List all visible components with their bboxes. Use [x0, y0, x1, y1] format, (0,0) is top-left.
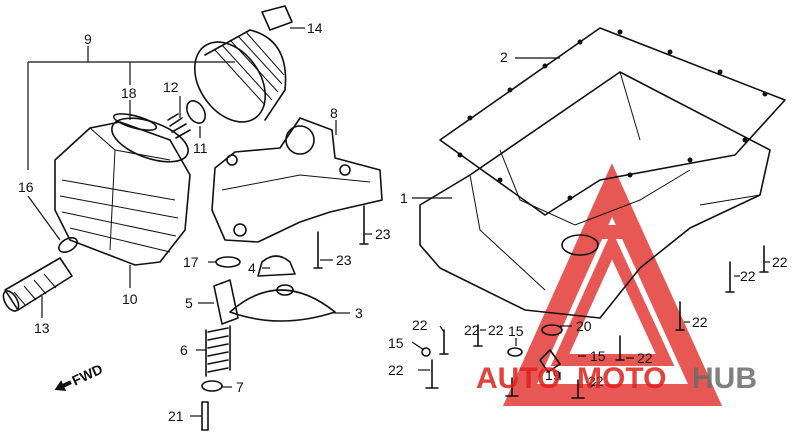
strainer-cover: [229, 284, 336, 322]
pan-fasteners: [421, 245, 769, 399]
watermark-auto: AUTO: [476, 362, 560, 395]
callout-numbers: 9 14 18 12 11 16 10 13 8 2 1 17 4 5 3 6 …: [18, 20, 788, 424]
callout-10: 10: [122, 291, 138, 307]
callout-22e: 22: [637, 350, 653, 366]
callout-6: 6: [180, 342, 188, 358]
callout-8: 8: [330, 105, 338, 121]
callout-20: 20: [576, 318, 592, 334]
oil-pan-gasket: [439, 27, 786, 216]
callout-22c: 22: [488, 322, 504, 338]
callout-3: 3: [355, 305, 363, 321]
callout-1: 1: [400, 190, 408, 206]
callout-15b: 15: [508, 323, 524, 339]
callout-22h: 22: [772, 254, 788, 270]
callout-14: 14: [307, 20, 323, 36]
automotohub-watermark: [503, 163, 723, 406]
callout-5: 5: [185, 295, 193, 311]
fwd-label: FWD: [69, 361, 105, 389]
oil-pump-cover-plate: [211, 117, 383, 243]
callout-17: 17: [183, 254, 199, 270]
callout-12: 12: [163, 79, 179, 95]
callout-9: 9: [84, 31, 92, 47]
fwd-arrow-icon: [54, 380, 72, 392]
callout-22g: 22: [740, 268, 756, 284]
callout-7: 7: [236, 379, 244, 395]
callout-16: 16: [18, 179, 34, 195]
watermark-moto: MOTO: [577, 362, 666, 395]
callout-4: 4: [248, 260, 256, 276]
callout-15c: 15: [590, 348, 606, 364]
callout-11: 11: [193, 140, 208, 156]
callout-22b: 22: [388, 362, 404, 378]
callout-13: 13: [34, 320, 50, 336]
callout-22a: 22: [412, 317, 428, 333]
watermark-triangle-logo: [503, 163, 723, 406]
oil-filter-assembly: [193, 5, 293, 123]
watermark-hub: HUB: [692, 362, 757, 395]
callout-19: 19: [545, 367, 561, 383]
bolts-23: [313, 205, 369, 269]
callout-22i: 22: [464, 322, 480, 338]
callout-18: 18: [121, 85, 137, 101]
forward-direction-indicator: FWD: [54, 361, 105, 392]
oil-pan: [419, 71, 771, 319]
callout-21: 21: [168, 408, 184, 424]
callout-2: 2: [500, 49, 508, 65]
pipe-spring-washer: [201, 279, 239, 431]
callout-23b: 23: [336, 252, 352, 268]
callout-15a: 15: [388, 335, 404, 351]
oil-housing-assembly: [54, 117, 191, 266]
callout-22d: 22: [588, 373, 604, 389]
leader-lines: [27, 27, 770, 417]
oil-strainer: [2, 236, 78, 312]
watermark-wordmark: AUTO MOTO HUB: [476, 362, 757, 395]
spring-and-seal: [112, 100, 206, 139]
callout-23a: 23: [375, 226, 391, 242]
callout-22f: 22: [692, 314, 708, 330]
